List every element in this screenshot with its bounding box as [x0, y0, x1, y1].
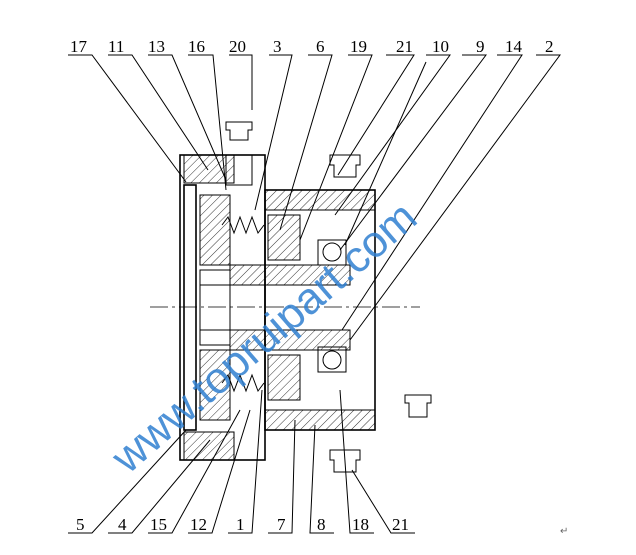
plugs: [225, 121, 432, 473]
bearings: [317, 239, 347, 373]
friction-plates: [267, 214, 301, 401]
springs: [221, 215, 265, 393]
label-21-bottom: 21: [392, 515, 409, 534]
bottom-callout-labels: 5 4 15 12 1 7 8 18 21 ↵: [76, 515, 568, 537]
label-5: 5: [76, 515, 85, 534]
label-19: 19: [350, 37, 367, 56]
label-21: 21: [396, 37, 413, 56]
watermark: www.topruipart.com: [102, 192, 426, 483]
paragraph-return-mark: ↵: [560, 526, 568, 537]
label-15: 15: [150, 515, 167, 534]
label-20: 20: [229, 37, 246, 56]
label-17: 17: [70, 37, 88, 56]
label-16: 16: [188, 37, 205, 56]
top-callout-labels: 17 11 13 16 20 3 6 19 21 10 9 14 2: [70, 37, 554, 56]
label-9: 9: [476, 37, 485, 56]
label-2: 2: [545, 37, 554, 56]
label-11: 11: [108, 37, 124, 56]
label-8: 8: [317, 515, 326, 534]
label-7: 7: [277, 515, 286, 534]
top-leader-lines: [68, 54, 561, 341]
label-3: 3: [273, 37, 282, 56]
label-12: 12: [190, 515, 207, 534]
label-6: 6: [316, 37, 325, 56]
bottom-leader-lines: [68, 389, 415, 534]
label-1: 1: [236, 515, 245, 534]
label-10: 10: [432, 37, 449, 56]
label-14: 14: [505, 37, 523, 56]
label-18: 18: [352, 515, 369, 534]
label-4: 4: [118, 515, 127, 534]
label-13: 13: [148, 37, 165, 56]
